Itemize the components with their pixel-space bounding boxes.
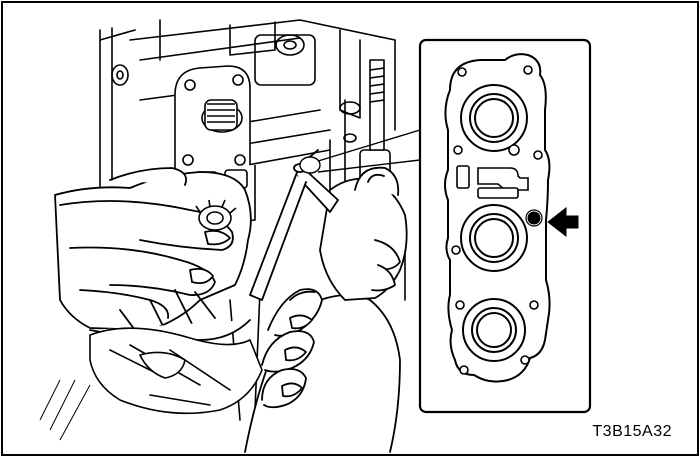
- right-hand: [244, 288, 401, 453]
- callout-leader-lines: [299, 129, 421, 174]
- air-blow-gun: [249, 149, 408, 301]
- figure-code: T3B15A32: [592, 423, 672, 440]
- shading-lines: [39, 379, 91, 441]
- left-hand: [54, 167, 252, 351]
- check-orifice-dot: [527, 211, 541, 225]
- gasket-detail-inset: [418, 38, 592, 414]
- sealing-plug: [195, 199, 237, 231]
- pointer-arrow-icon: [547, 206, 579, 238]
- rag-cloth: [89, 327, 263, 415]
